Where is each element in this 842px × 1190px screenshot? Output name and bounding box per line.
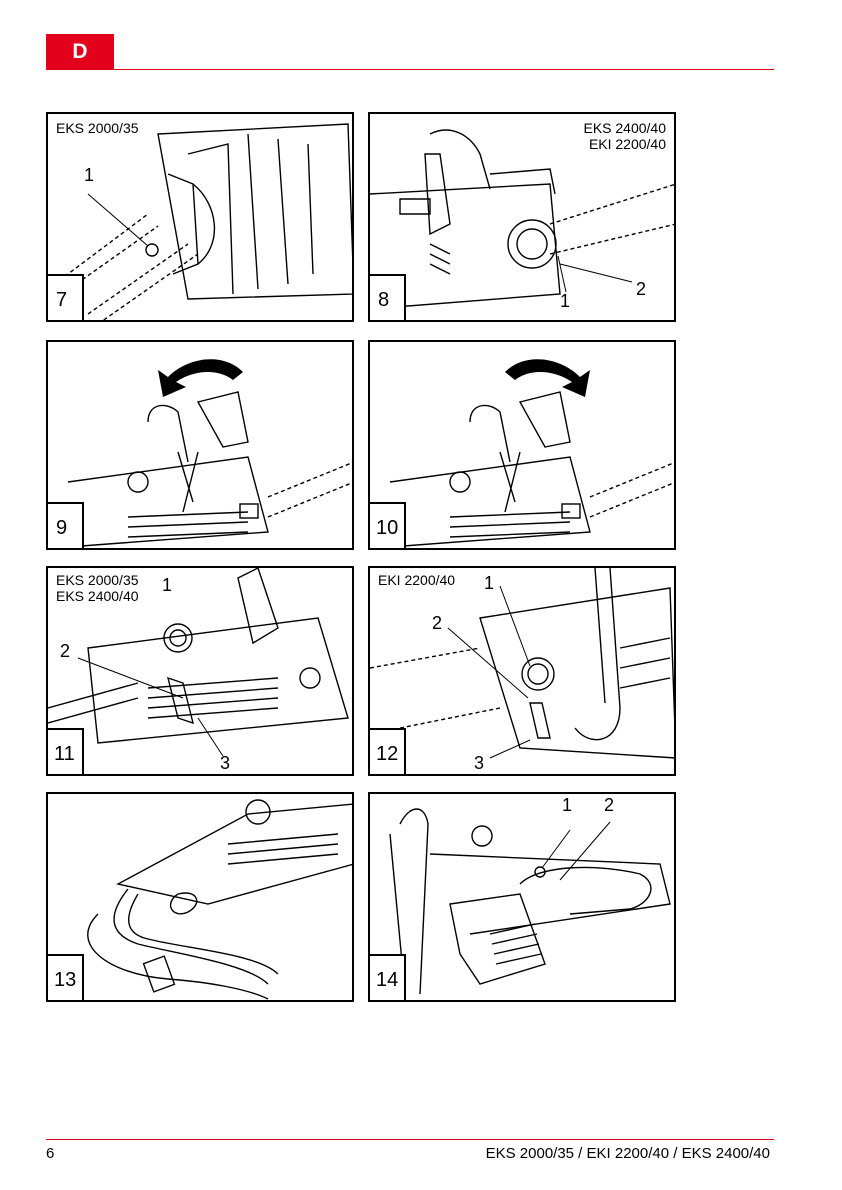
figure-8-model-2: EKI 2200/40	[588, 136, 666, 152]
figure-7-callout-1: 1	[84, 165, 95, 185]
language-tab: D	[46, 34, 114, 70]
figure-8-callout-2: 2	[636, 279, 647, 299]
figure-12-callout-2: 2	[432, 613, 443, 633]
figure-12-illustration	[370, 568, 674, 759]
figure-8-callout-1: 1	[560, 291, 571, 311]
figure-10-number: 10	[376, 517, 399, 539]
footer-title: EKS 2000/35 / EKI 2200/40 / EKS 2400/40	[485, 1145, 770, 1162]
figure-13-number-notch	[48, 954, 84, 1000]
figure-12-callout-1: 1	[484, 573, 495, 593]
figure-12-model-1: EKI 2200/40	[378, 572, 456, 588]
figure-7-illustration	[48, 123, 352, 320]
figure-14-illustration	[389, 808, 671, 995]
rotation-arrow-left-icon	[158, 359, 243, 397]
figure-7: EKS 2000/35 1 7	[46, 112, 354, 322]
figure-9-number-notch	[48, 502, 84, 548]
figure-9-number: 9	[56, 517, 68, 539]
figure-13-number: 13	[54, 969, 77, 991]
figure-12-callout-3: 3	[474, 753, 485, 773]
figure-9: 9	[46, 340, 354, 550]
figure-14-number-notch	[370, 954, 406, 1000]
figure-13-illustration	[87, 799, 352, 1000]
figure-8-number-notch	[370, 274, 406, 320]
figure-11-illustration	[48, 568, 349, 757]
figure-10-illustration	[389, 359, 674, 548]
figure-11-number-notch	[48, 728, 84, 774]
rotation-arrow-right-icon	[505, 359, 590, 397]
page-number: 6	[46, 1145, 55, 1162]
figure-9-illustration	[67, 359, 352, 548]
figure-12-number: 12	[376, 743, 399, 765]
footer-rule	[46, 1139, 774, 1140]
figure-10-number-notch	[370, 502, 406, 548]
figure-8-number: 8	[378, 289, 390, 311]
figure-8-illustration	[370, 129, 674, 310]
figure-14-number: 14	[376, 969, 399, 991]
figure-11-model-2: EKS 2400/40	[56, 588, 139, 604]
figure-11-callout-1: 1	[162, 575, 173, 595]
figure-8-model-1: EKS 2400/40	[583, 120, 666, 136]
figure-10: 10	[368, 340, 676, 550]
figure-7-number-notch	[48, 274, 84, 320]
header-rule	[114, 69, 774, 70]
figure-11-number: 11	[54, 743, 75, 765]
figure-8: EKS 2400/40 EKI 2200/40 1 2 8	[368, 112, 676, 322]
figure-11-callout-3: 3	[220, 753, 231, 773]
figure-12: EKI 2200/40 1 2 3 12	[368, 566, 676, 776]
figure-14-callout-2: 2	[604, 795, 615, 815]
figure-14-callout-1: 1	[562, 795, 573, 815]
figure-11: EKS 2000/35 EKS 2400/40 1 2 3 11	[46, 566, 354, 776]
figure-11-callout-2: 2	[60, 641, 71, 661]
figure-12-number-notch	[370, 728, 406, 774]
figure-14: 1 2 14	[368, 792, 676, 1002]
figure-13: 13	[46, 792, 354, 1002]
figure-7-model-1: EKS 2000/35	[56, 120, 139, 136]
figure-11-model-1: EKS 2000/35	[56, 572, 139, 588]
figure-7-number: 7	[56, 289, 68, 311]
